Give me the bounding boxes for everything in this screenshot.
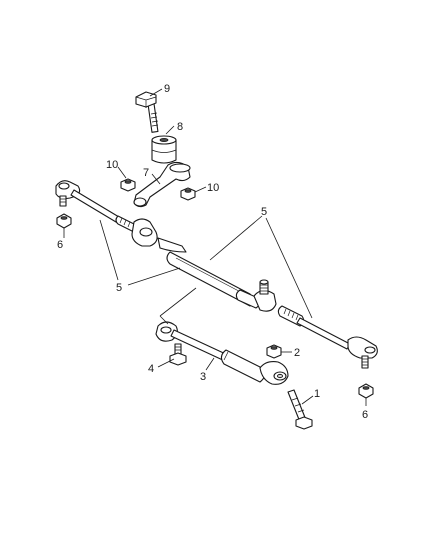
callout-5-lower: 5 — [116, 282, 122, 294]
callout-labels: 9 8 10 7 10 6 5 5 2 4 3 1 6 — [57, 83, 368, 421]
callout-3: 3 — [200, 371, 206, 383]
callout-1: 1 — [314, 388, 320, 400]
nut-part-10-left — [120, 178, 136, 192]
nut-part-6-left — [56, 213, 72, 229]
left-tie-rod-end — [55, 180, 137, 233]
callout-6-right: 6 — [362, 409, 368, 421]
idler-arm-part-7 — [133, 161, 191, 208]
leader-lines — [63, 88, 367, 406]
callout-10-right: 10 — [207, 182, 219, 194]
center-link — [131, 218, 277, 312]
callout-9: 9 — [164, 83, 170, 95]
bolt-part-1 — [287, 389, 313, 430]
bushing-part-8 — [151, 135, 177, 164]
right-tie-rod — [277, 305, 378, 369]
nut-part-6-right — [358, 383, 374, 399]
callout-2: 2 — [294, 347, 300, 359]
callout-7: 7 — [143, 167, 149, 179]
callout-10-left: 10 — [106, 159, 118, 171]
callout-8: 8 — [177, 121, 183, 133]
stud-part-4 — [169, 343, 187, 366]
bolt-part-9 — [135, 91, 159, 133]
nut-part-10-right — [180, 187, 196, 201]
steering-damper-part-3 — [155, 321, 289, 385]
callout-4: 4 — [148, 363, 154, 375]
nut-part-2 — [266, 344, 282, 359]
callout-5-upper: 5 — [261, 206, 267, 218]
callout-6-left: 6 — [57, 239, 63, 251]
